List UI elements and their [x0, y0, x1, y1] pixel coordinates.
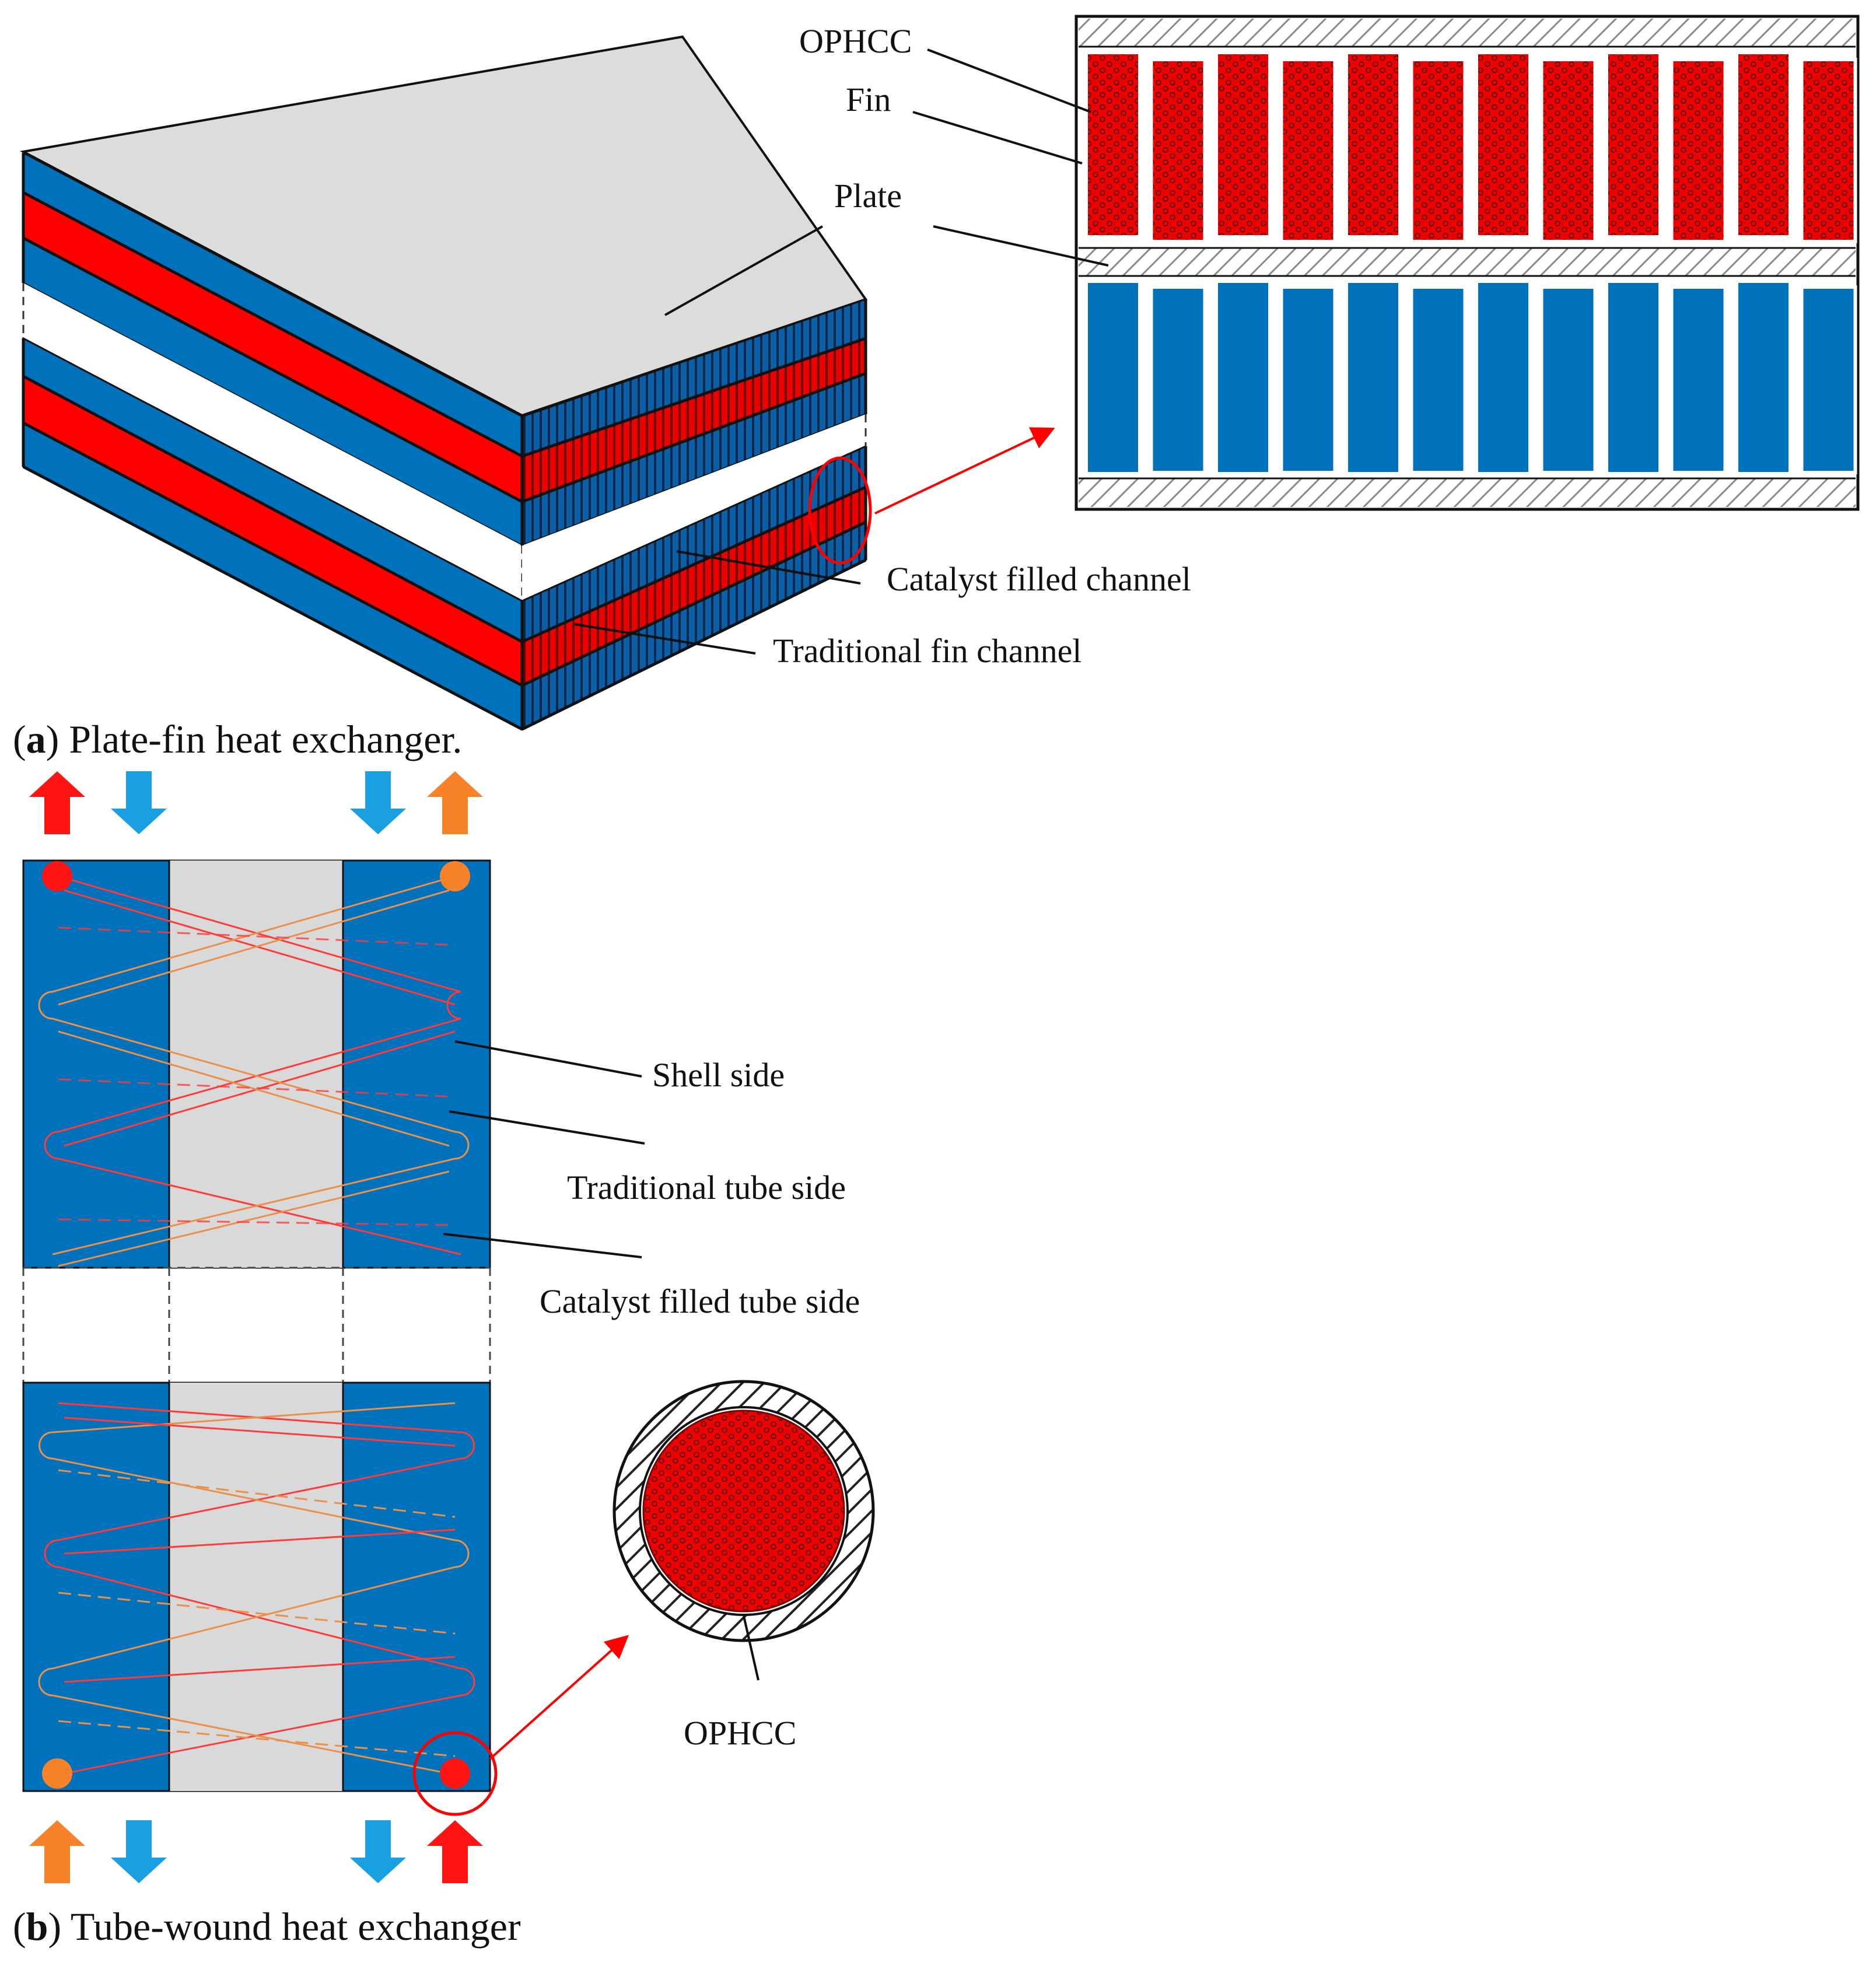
fin-channel — [1475, 279, 1532, 475]
flow-arrow-bottom-hot-in — [427, 1820, 483, 1883]
hot-tube-end-top — [42, 861, 72, 891]
flow-arrow-top-hot-out — [29, 771, 85, 834]
catalyst-channel — [1409, 58, 1467, 243]
tube-path-red-upper — [44, 875, 461, 1255]
tube-path-orange-lower — [38, 1402, 470, 1775]
tube-path-red-lower — [44, 1402, 475, 1775]
catalyst-channel — [1279, 58, 1337, 243]
catalyst-channel — [1214, 51, 1272, 239]
catalyst-channel — [1084, 51, 1142, 239]
fin-channel — [1800, 285, 1857, 474]
label-plate: Plate — [834, 177, 902, 215]
fin-channel — [1670, 285, 1727, 474]
fin-channel — [1539, 285, 1597, 474]
fin-channel — [1409, 285, 1467, 474]
label-catalyst-channel: Catalyst filled channel — [887, 560, 1191, 598]
zoom-circle — [808, 456, 872, 565]
catalyst-channel — [1475, 51, 1532, 239]
label-ophcc-b: OPHCC — [684, 1714, 796, 1752]
flow-arrow-top-cold-in — [111, 771, 167, 834]
zoom-circle-b — [412, 1731, 498, 1816]
tube-path-red-upper-3 — [58, 926, 456, 1226]
flow-arrow-top-warm-out — [427, 771, 483, 834]
flow-arrows — [29, 771, 483, 1883]
fin-channel — [1214, 279, 1272, 475]
label-shell-side: Shell side — [652, 1056, 785, 1094]
catalyst-channel — [1149, 58, 1207, 243]
flow-arrow-bottom-cold-out — [111, 1820, 167, 1883]
catalyst-channel — [1539, 58, 1597, 243]
caption-a: (a) Plate-fin heat exchanger. — [13, 717, 462, 761]
tube-path-orange-upper — [38, 875, 470, 1255]
tube-path-red-lower-2 — [64, 1417, 456, 1683]
warm-tube-end-bottom — [42, 1758, 72, 1789]
warm-tube-end-top — [440, 861, 470, 891]
caption-b: (b) Tube-wound heat exchanger — [13, 1904, 521, 1949]
label-fin: Fin — [846, 81, 891, 118]
tube-cross-section — [612, 1380, 875, 1681]
fin-channel — [1149, 285, 1207, 474]
flow-arrow-top-cold-in — [350, 771, 406, 834]
traditional-fin-channels — [1084, 279, 1857, 475]
tube-wound-exchanger — [22, 771, 629, 1883]
fin-channel — [1735, 279, 1792, 475]
label-traditional-channel: Traditional fin channel — [773, 632, 1082, 670]
label-catalyst-tube: Catalyst filled tube side — [540, 1282, 860, 1320]
label-traditional-tube: Traditional tube side — [567, 1169, 846, 1206]
catalyst-channel — [1670, 58, 1727, 243]
catalyst-channel — [1800, 58, 1857, 243]
catalyst-channel — [1735, 51, 1792, 239]
flow-arrow-bottom-cold-out — [350, 1820, 406, 1883]
plate-fin-cross-section — [1074, 15, 1860, 511]
fin-channel — [1345, 279, 1402, 475]
hot-tube-end-bottom — [440, 1758, 470, 1789]
flow-arrow-bottom-warm-in — [29, 1820, 85, 1883]
catalyst-channel — [1345, 51, 1402, 239]
fin-channel — [1279, 285, 1337, 474]
label-ophcc-a: OPHCC — [799, 22, 912, 60]
fin-channel — [1084, 279, 1142, 475]
tube-path-orange-lower-2 — [58, 1469, 456, 1757]
plate-fin-stack — [19, 35, 1055, 731]
catalyst-channel — [1605, 51, 1662, 239]
fin-channel — [1605, 279, 1662, 475]
tube-path-orange-upper-2 — [58, 889, 450, 1267]
catalyst-filled-channels — [1084, 51, 1857, 243]
right-face-layers — [521, 298, 867, 731]
